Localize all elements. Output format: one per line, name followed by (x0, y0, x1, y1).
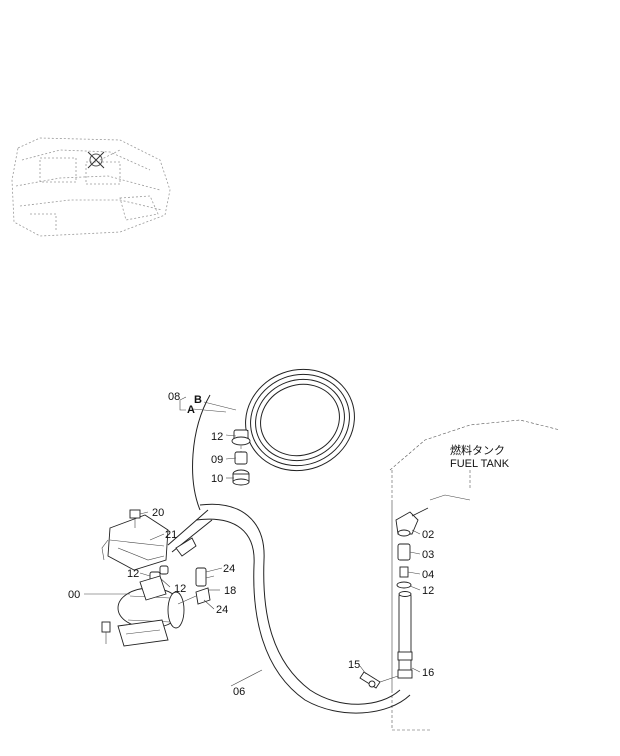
fuel-tank-label-en: FUEL TANK (450, 458, 510, 470)
callout-12-pump-right: 12 (174, 583, 186, 595)
tank-suction-assembly (359, 507, 429, 689)
callout-00: 00 (68, 589, 80, 601)
main-hose-06 (192, 394, 411, 714)
callout-02: 02 (422, 529, 434, 541)
callout-15: 15 (348, 659, 360, 671)
coiled-hose (243, 368, 355, 472)
fuel-tank-label-jp: 燃料タンク (450, 443, 505, 457)
callout-20: 20 (152, 507, 164, 519)
marker-b: B (194, 394, 202, 406)
machine-locator-thumbnail (11, 137, 171, 237)
callout-12-top: 12 (211, 431, 223, 443)
fuel-pump-assembly (101, 509, 215, 647)
fitting-stack-top (231, 429, 251, 486)
callout-04: 04 (422, 569, 434, 581)
callout-24-upper: 24 (223, 563, 235, 575)
callout-21: 21 (165, 529, 177, 541)
callout-06: 06 (233, 686, 245, 698)
leader-lines (84, 396, 421, 687)
callout-09: 09 (211, 454, 223, 466)
callout-labels: 08 B A 12 09 10 20 21 12 12 24 18 24 00 … (68, 391, 510, 698)
callout-03: 03 (422, 549, 434, 561)
callout-16: 16 (422, 667, 434, 679)
callout-12-pump-left: 12 (127, 568, 139, 580)
callout-08: 08 (168, 391, 180, 403)
callout-12-tank: 12 (422, 585, 434, 597)
marker-a: A (187, 404, 195, 416)
callout-10: 10 (211, 473, 223, 485)
callout-18: 18 (224, 585, 236, 597)
callout-24-lower: 24 (216, 604, 228, 616)
fuel-tank-outline (389, 419, 561, 731)
